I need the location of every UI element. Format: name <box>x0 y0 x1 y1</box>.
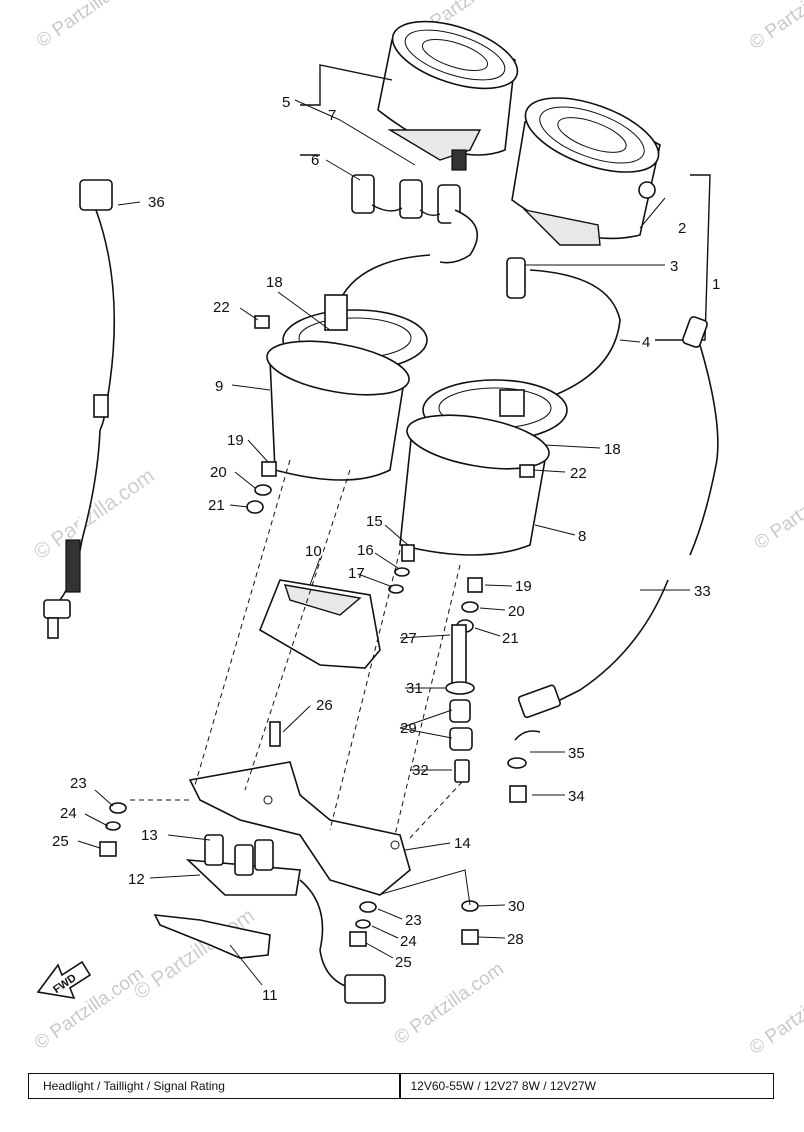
screw-22-right <box>519 464 535 478</box>
callout-22-right: 22 <box>570 465 587 482</box>
callout-9: 9 <box>215 378 223 395</box>
fasteners-15-17 <box>388 544 415 594</box>
callout-35: 35 <box>568 745 585 762</box>
callout-14: 14 <box>454 835 471 852</box>
callout-10: 10 <box>305 543 322 560</box>
callout-18-right: 18 <box>604 441 621 458</box>
callout-18-left: 18 <box>266 274 283 291</box>
callout-7: 7 <box>328 107 336 124</box>
callout-24-right: 24 <box>400 933 417 950</box>
leader-lines <box>77 99 690 986</box>
callout-23-left: 23 <box>70 775 87 792</box>
rating-divider <box>399 1074 401 1098</box>
washer-35 <box>507 757 527 769</box>
bracket-1 <box>655 174 711 341</box>
callout-27: 27 <box>400 630 417 647</box>
bracket-5 <box>300 64 393 106</box>
callout-36: 36 <box>148 194 165 211</box>
watermark: © Partzilla.com <box>33 0 150 52</box>
rating-label: Headlight / Taillight / Signal Rating <box>43 1079 225 1093</box>
callout-2: 2 <box>678 220 686 237</box>
forward-direction-arrow: FWD <box>36 960 92 1000</box>
speedometer-cable-33 <box>514 316 719 741</box>
watermark: © Partzilla.com <box>746 0 804 54</box>
socket-assembly-12 <box>185 834 386 1004</box>
watermark: © Partzilla.com <box>751 463 804 554</box>
callout-12: 12 <box>128 871 145 888</box>
callout-20-right: 20 <box>508 603 525 620</box>
callout-3: 3 <box>670 258 678 275</box>
callout-19-right: 19 <box>515 578 532 595</box>
bolt-stack <box>445 624 475 783</box>
callout-30: 30 <box>508 898 525 915</box>
nuts-left <box>99 802 127 857</box>
screw-22-left <box>254 315 270 329</box>
bracket-14 <box>188 761 411 896</box>
bracket-11 <box>153 914 271 959</box>
callout-20-left: 20 <box>210 464 227 481</box>
indicator-panel-10 <box>259 579 381 669</box>
screw-26 <box>269 721 281 747</box>
fasteners-right <box>456 577 483 633</box>
callout-31: 31 <box>406 680 423 697</box>
callout-25-left: 25 <box>52 833 69 850</box>
callout-15: 15 <box>366 513 383 530</box>
nut-28 <box>461 929 479 945</box>
callout-21-right: 21 <box>502 630 519 647</box>
assembly-guide-lines <box>130 459 463 839</box>
callout-29: 29 <box>400 720 417 737</box>
callout-19-left: 19 <box>227 432 244 449</box>
callout-33: 33 <box>694 583 711 600</box>
callout-13: 13 <box>141 827 158 844</box>
bulb-rating-table: Headlight / Taillight / Signal Rating 12… <box>28 1073 774 1099</box>
callout-16: 16 <box>357 542 374 559</box>
watermark: © Partzilla.com <box>746 968 804 1059</box>
callout-24-left: 24 <box>60 805 77 822</box>
meter-case-8 <box>399 379 568 556</box>
meter-5-gauge <box>377 20 519 171</box>
wire-harness-4 <box>529 269 621 396</box>
rating-value: 12V60-55W / 12V27 8W / 12V27W <box>410 1079 596 1093</box>
meter-case-9 <box>266 294 428 481</box>
meter-1-gauge <box>506 97 661 299</box>
callout-5: 5 <box>282 94 290 111</box>
callout-23-right: 23 <box>405 912 422 929</box>
callout-labels: 5 7 6 36 2 3 1 18 22 4 9 19 18 20 22 21 … <box>52 94 720 1004</box>
fasteners-left <box>246 461 277 514</box>
callout-11: 11 <box>262 987 278 1004</box>
callout-17: 17 <box>348 565 365 582</box>
callout-32: 32 <box>412 762 429 779</box>
harness-upper <box>339 254 431 301</box>
callout-22-left: 22 <box>213 299 230 316</box>
bulb-socket-group-6 <box>351 174 479 264</box>
nuts-right <box>349 901 377 947</box>
callout-1: 1 <box>712 276 720 293</box>
watermark: © Partzilla.com <box>391 958 508 1049</box>
bolt-34 <box>509 785 527 803</box>
callout-6: 6 <box>311 152 319 169</box>
callout-21-left: 21 <box>208 497 225 514</box>
tachometer-cable-36 <box>43 179 116 639</box>
callout-8: 8 <box>578 528 586 545</box>
callout-28: 28 <box>507 931 524 948</box>
callout-34: 34 <box>568 788 585 805</box>
callout-4: 4 <box>642 334 650 351</box>
callout-26: 26 <box>316 697 333 714</box>
callout-25-right: 25 <box>395 954 412 971</box>
